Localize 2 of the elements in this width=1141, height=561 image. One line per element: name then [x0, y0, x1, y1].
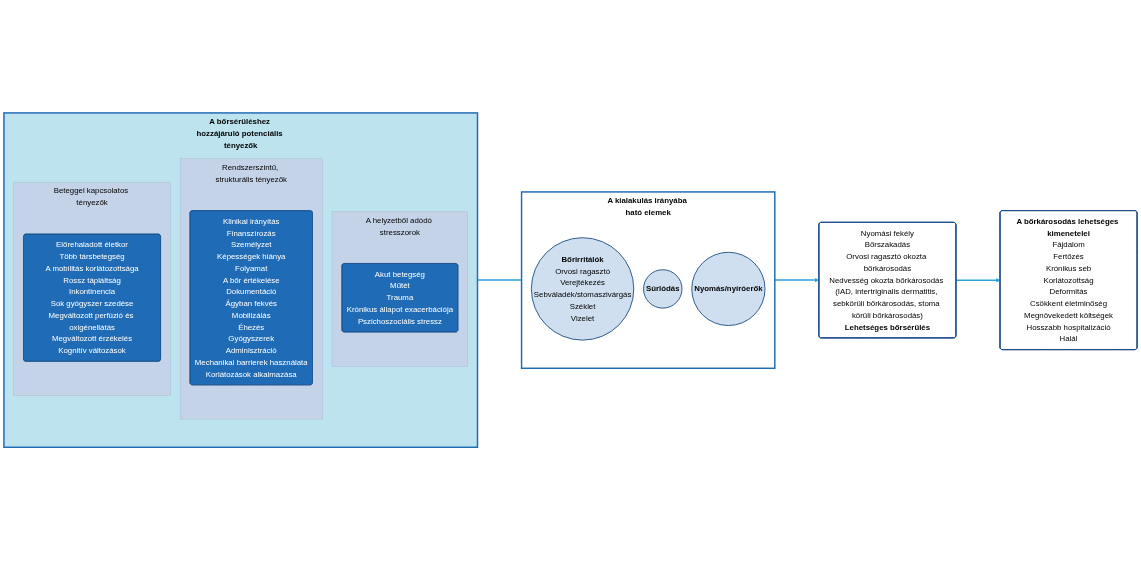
- arrow: [774, 278, 820, 283]
- arrow: [955, 278, 1001, 283]
